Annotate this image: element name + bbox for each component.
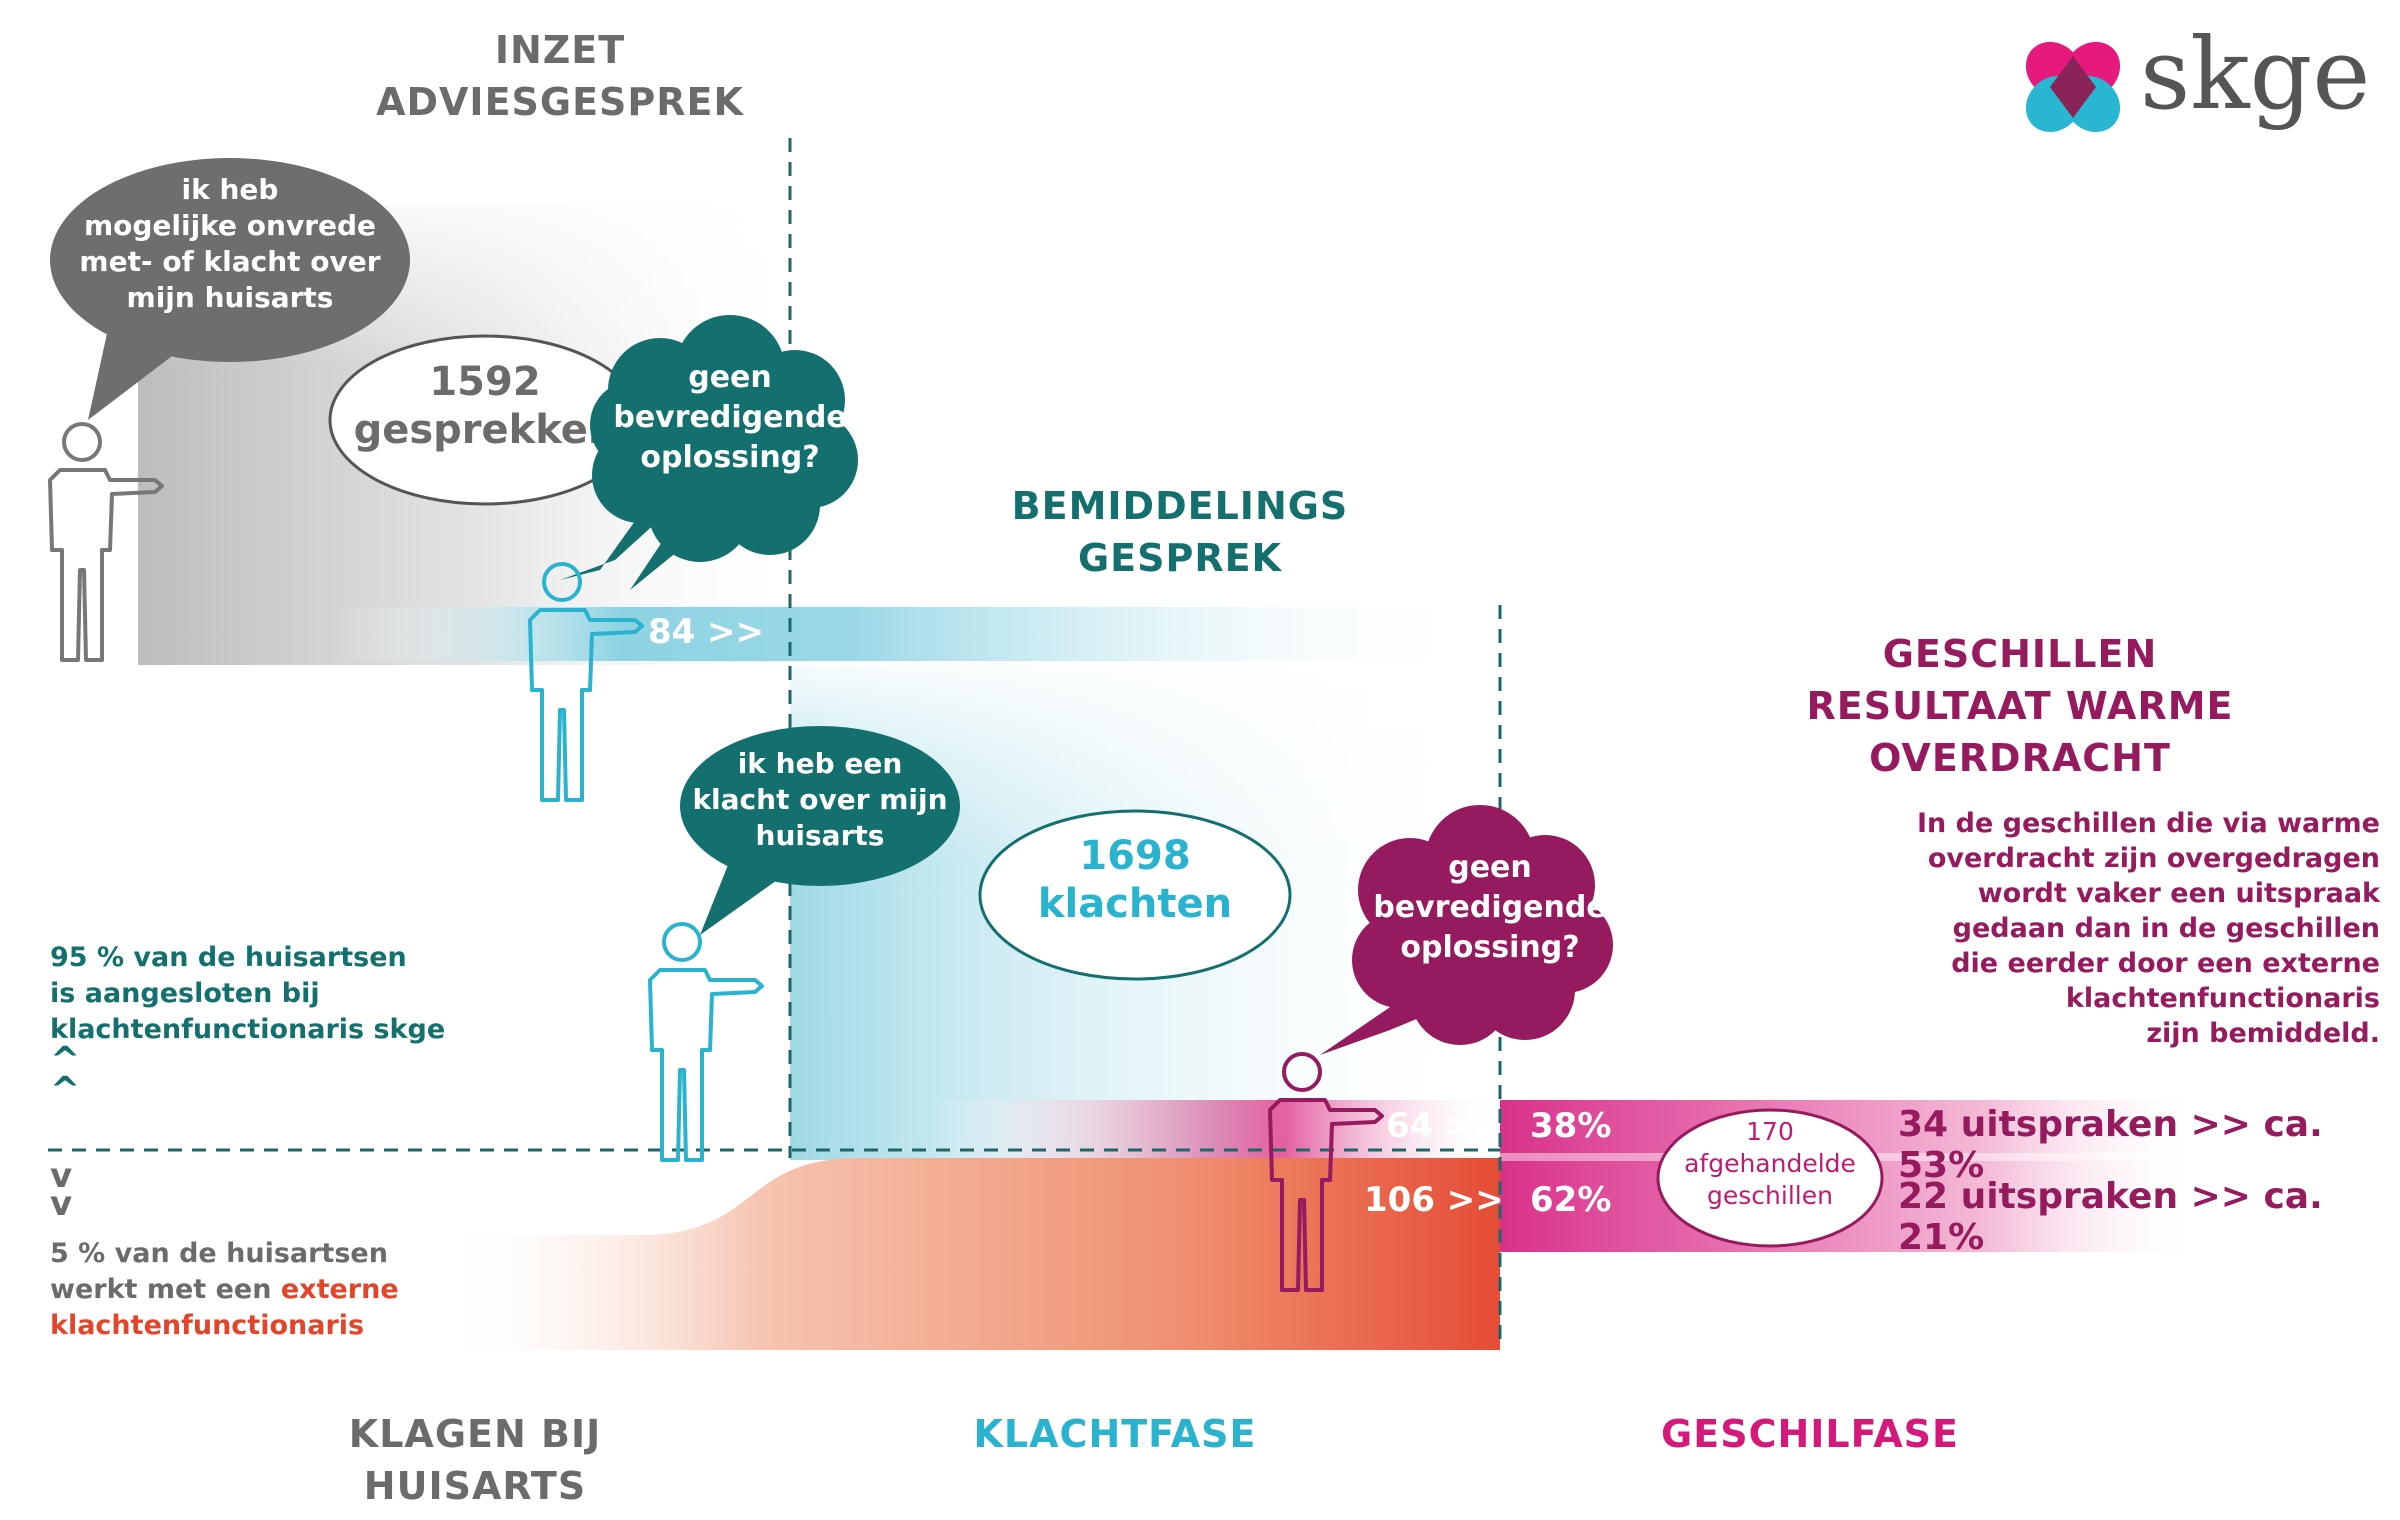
bubble-line: ik heb een: [737, 747, 903, 780]
afgehandeld-ellipse: [1656, 1108, 1884, 1248]
flow-62-percent: 62%: [1530, 1180, 1612, 1220]
up-arrow-icon: ^: [50, 1040, 81, 1081]
bubble-line: oplossing?: [640, 440, 820, 475]
header-line: ADVIESGESPREK: [376, 80, 744, 124]
note-line: klachtenfunctionaris: [2065, 983, 2380, 1014]
bubble-line: bevredigende: [1373, 890, 1607, 925]
bubble-line: geen: [688, 360, 772, 395]
skge-logo-word: skge: [2140, 18, 2371, 132]
header-bemiddelingsgesprek: BEMIDDELINGS GESPREK: [930, 480, 1430, 584]
header-line: GESPREK: [1077, 536, 1283, 580]
skge-logo-icon: [2025, 41, 2121, 133]
klachten-ellipse: [978, 809, 1292, 981]
footer-klachtfase: KLACHTFASE: [973, 1412, 1257, 1456]
note-line: gedaan dan in de geschillen: [1952, 913, 2380, 944]
geen-oplossing-cloud-2: [1320, 805, 1613, 1055]
bubble-line: klacht over mijn: [692, 783, 948, 816]
flow-64-label: 64 >>: [1386, 1106, 1503, 1146]
geen-oplossing-cloud-1: [560, 315, 858, 590]
note-line: 5 % van de huisartsen: [50, 1238, 388, 1269]
person-figure-plum: [1268, 1052, 1384, 1292]
afgehandeld-text: 170 afgehandelde geschillen: [1650, 1116, 1890, 1212]
down-arrow-icon: v: [50, 1156, 73, 1196]
header-adviesgesprek: INZET ADVIESGESPREK: [300, 24, 820, 128]
note-line: zijn bemiddeld.: [2146, 1018, 2380, 1049]
note-line: die eerder door een externe: [1951, 948, 2380, 979]
note-line: werkt met een externe: [50, 1272, 399, 1308]
up-arrow-icon: ^: [50, 1070, 81, 1111]
person-figure-cyan-2: [648, 922, 764, 1162]
gesprekken-text: 1592 gesprekken: [325, 358, 645, 454]
count-label: afgehandelde: [1684, 1149, 1856, 1178]
note-line: klachtenfunctionaris: [50, 1310, 365, 1341]
count-number: 170: [1746, 1117, 1794, 1146]
header-line: RESULTAAT WARME: [1806, 684, 2234, 728]
geen-oplossing-text-1: geen bevredigende oplossing?: [610, 358, 850, 478]
count-label: klachten: [1037, 881, 1233, 927]
note-line: 95 % van de huisartsen: [50, 942, 407, 973]
geen-oplossing-text-2: geen bevredigende oplossing?: [1370, 848, 1610, 968]
header-geschillen: GESCHILLEN RESULTAAT WARME OVERDRACHT: [1760, 628, 2280, 784]
footer-klagen-bij-huisarts: KLAGEN BIJ HUISARTS: [265, 1408, 685, 1512]
flow-106-label: 106 >>: [1364, 1180, 1504, 1220]
note-highlight: externe: [280, 1274, 399, 1305]
klacht-bubble-text: ik heb een klacht over mijn huisarts: [690, 746, 950, 854]
geschillen-note: In de geschillen die via warme overdrach…: [1820, 806, 2380, 1051]
note-line: is aangesloten bij: [50, 978, 320, 1009]
bubble-line: huisarts: [755, 819, 885, 852]
header-line: OVERDRACHT: [1869, 736, 2171, 780]
klacht-bubble-shape: [680, 726, 960, 935]
footer-line: KLAGEN BIJ: [348, 1412, 602, 1456]
count-number: 1592: [429, 359, 541, 405]
count-label: geschillen: [1707, 1181, 1833, 1210]
bubble-line: bevredigende: [613, 400, 847, 435]
flow-38-percent: 38%: [1530, 1106, 1612, 1146]
skge-logo: [2018, 34, 2128, 138]
result-34-uitspraken: 34 uitspraken >> ca. 53%: [1898, 1104, 2323, 1186]
bubble-line: met- of klacht over: [79, 245, 381, 278]
count-label: gesprekken: [353, 407, 617, 453]
note-5-percent: 5 % van de huisartsen werkt met een exte…: [50, 1236, 399, 1344]
note-line: wordt vaker een uitspraak: [1977, 878, 2380, 909]
header-line: INZET: [494, 28, 626, 72]
down-arrow-icon: v: [50, 1184, 73, 1224]
bubble-line: ik heb: [181, 173, 279, 206]
onvrede-bubble-text: ik heb mogelijke onvrede met- of klacht …: [70, 172, 390, 316]
note-line: overdracht zijn overgedragen: [1927, 843, 2380, 874]
bubble-line: mijn huisarts: [126, 281, 334, 314]
count-number: 1698: [1079, 833, 1191, 879]
result-22-uitspraken: 22 uitspraken >> ca. 21%: [1898, 1176, 2323, 1258]
klachten-text: 1698 klachten: [975, 832, 1295, 928]
note-text: werkt met een: [50, 1274, 281, 1305]
person-figure-cyan-1: [528, 562, 644, 802]
note-95-percent: 95 % van de huisartsen is aangesloten bi…: [50, 940, 445, 1048]
up-arrows: ^ ^: [50, 1040, 81, 1111]
bubble-line: oplossing?: [1400, 930, 1580, 965]
note-line: In de geschillen die via warme: [1916, 808, 2380, 839]
bubble-line: geen: [1448, 850, 1532, 885]
flow-84-label: 84 >>: [648, 612, 765, 652]
header-line: BEMIDDELINGS: [1011, 484, 1349, 528]
footer-geschilfase: GESCHILFASE: [1661, 1412, 1959, 1456]
down-arrows: v v: [50, 1156, 73, 1224]
note-line: klachtenfunctionaris skge: [50, 1014, 446, 1045]
footer-line: HUISARTS: [363, 1464, 587, 1508]
person-figure-gray: [48, 422, 164, 662]
header-line: GESCHILLEN: [1882, 632, 2158, 676]
bubble-line: mogelijke onvrede: [83, 209, 377, 242]
onvrede-bubble-shape: [50, 158, 410, 420]
